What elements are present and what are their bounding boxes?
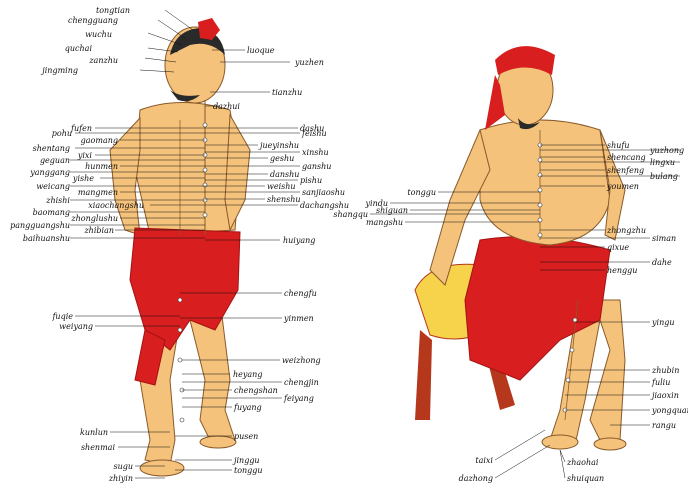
point-label: tongtian [96, 6, 130, 15]
point-label: xiaochangshu [88, 201, 144, 210]
point-label: jingming [42, 66, 78, 75]
point-label: huiyang [283, 236, 315, 245]
point-label: baihuanshu [23, 234, 70, 243]
point-label: pohu [52, 129, 72, 138]
point-label: henggu [607, 266, 637, 275]
point-label: shentang [33, 144, 70, 153]
point-label: xinshu [302, 148, 329, 157]
point-label: wuchu [85, 30, 112, 39]
point-label: yuzhen [295, 58, 324, 67]
point-label: chengshan [234, 386, 278, 395]
point-label: gaomang [81, 136, 118, 145]
point-label: jiaoxin [652, 391, 679, 400]
point-label: dahe [652, 258, 672, 267]
point-label: ganshu [302, 162, 331, 171]
point-label: taixi [475, 456, 493, 465]
point-label: shenshu [267, 195, 301, 204]
point-label: kunlun [80, 428, 108, 437]
point-label: bulang [650, 172, 678, 181]
point-label: shencang [607, 153, 646, 162]
point-label: shangqu [333, 210, 368, 219]
point-label: yingu [652, 318, 675, 327]
point-label: tonggu [234, 466, 263, 475]
point-label: hunmen [85, 162, 118, 171]
point-label: sanjiaoshu [302, 188, 345, 197]
point-label: zhonglushu [71, 214, 118, 223]
point-label: tonggu [407, 188, 436, 197]
point-label: luoque [247, 46, 275, 55]
point-label: feiyang [284, 394, 314, 403]
point-label: quchai [65, 44, 92, 53]
point-label: geshu [270, 154, 294, 163]
point-label: weiyang [59, 322, 93, 331]
point-label: tianzhu [272, 88, 302, 97]
point-label: pusen [234, 432, 258, 441]
point-label: yinmen [284, 314, 314, 323]
point-label: yishe [73, 174, 94, 183]
point-label: qixue [607, 243, 629, 252]
point-label: shiguan [376, 206, 408, 215]
point-label: dachangshu [300, 201, 349, 210]
point-label: zhubin [652, 366, 679, 375]
point-label: youmen [607, 182, 639, 191]
point-label: chengguang [68, 16, 118, 25]
point-label: yanggang [30, 168, 70, 177]
point-label: geguan [40, 156, 70, 165]
point-label: chengfu [284, 289, 317, 298]
point-label: danshu [270, 170, 299, 179]
point-label: mangshu [366, 218, 403, 227]
point-label: shenmai [81, 443, 115, 452]
point-label: lingxu [650, 158, 675, 167]
point-label: shuiquan [567, 474, 604, 483]
point-label: jinggu [234, 456, 260, 465]
point-label: jueyinshu [260, 141, 299, 150]
right-figure [415, 46, 626, 450]
point-label: zhongzhu [607, 226, 646, 235]
point-label: zanzhu [89, 56, 118, 65]
point-label: weicang [36, 182, 70, 191]
point-label: fuqie [52, 312, 73, 321]
point-label: dazhui [213, 102, 240, 111]
point-label: zhibian [84, 226, 114, 235]
point-label: shenfeng [607, 166, 644, 175]
point-label: yixi [78, 151, 92, 160]
point-label: feishu [302, 129, 327, 138]
point-label: weizhong [282, 356, 321, 365]
point-label: yuzhong [650, 146, 684, 155]
point-label: fuyang [234, 403, 262, 412]
point-label: dazhong [459, 474, 493, 483]
point-label: mangmen [78, 188, 118, 197]
point-label: pishu [300, 176, 322, 185]
point-label: heyang [233, 370, 262, 379]
point-label: pangguangshu [10, 221, 70, 230]
point-label: siman [652, 234, 676, 243]
point-label: fufen [71, 124, 92, 133]
point-label: fuliu [652, 378, 670, 387]
point-label: shufu [607, 141, 630, 150]
point-label: sugu [113, 462, 133, 471]
point-label: baomang [33, 208, 70, 217]
left-figure [110, 18, 250, 476]
point-label: rangu [652, 421, 676, 430]
point-label: zhaohai [567, 458, 598, 467]
point-label: zhishi [46, 196, 70, 205]
point-label: chengjin [284, 378, 319, 387]
point-label: weishu [267, 182, 296, 191]
point-label: zhiyin [109, 474, 133, 483]
point-label: yongquan [652, 406, 688, 415]
